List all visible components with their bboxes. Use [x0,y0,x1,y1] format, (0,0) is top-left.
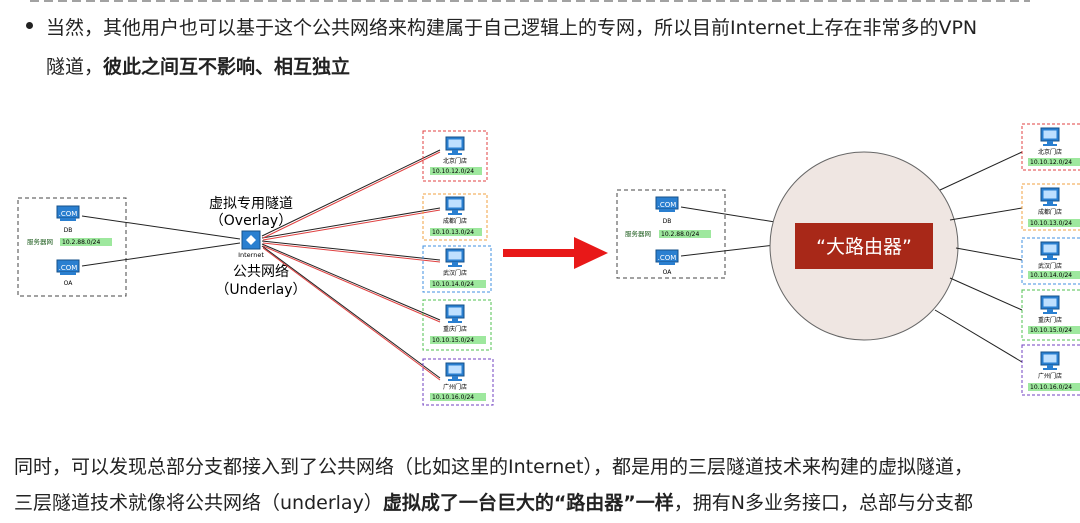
para-line2: 三层隧道技术就像将公共网络（underlay）虚拟成了一台巨大的“路由器”一样，… [14,492,974,514]
branch-wuhan-right: 武汉门店 10.10.14.0/24 [1021,237,1080,285]
svg-text:成都门店: 成都门店 [443,217,467,225]
svg-text:北京门店: 北京门店 [1038,148,1062,156]
server-net-ip-bg [60,238,112,246]
underlay-label-2: （Underlay） [215,282,306,298]
para-line1: 同时，可以发现总部分支都接入到了公共网络（比如这里的Internet），都是用的… [14,456,973,478]
branch-chengdu-right: 成都门店 10.10.13.0/24 [1021,183,1080,231]
svg-text:重庆门店: 重庆门店 [1038,316,1062,324]
svg-text:10.10.14.0/24: 10.10.14.0/24 [432,281,474,288]
big-router-label: “大路由器” [816,236,912,258]
overlay-label-2: （Overlay） [210,213,292,229]
diagram: .COM DB 服务器网 10.2.88.0/24 .COM OA Intern… [17,123,1080,406]
svg-text:10.10.16.0/24: 10.10.16.0/24 [1030,384,1072,391]
svg-text:10.10.14.0/24: 10.10.14.0/24 [1030,272,1072,279]
svg-text:10.10.15.0/24: 10.10.15.0/24 [432,337,474,344]
com-label-2: .COM [59,264,78,272]
branch-guangzhou-left: 广州门店 10.10.16.0/24 [422,358,494,406]
cut-top-text [30,0,1030,2]
right-diagram: .COM DB 服务器网 10.2.88.0/24 .COM OA “大路由器”… [616,123,1080,396]
svg-text:10.10.12.0/24: 10.10.12.0/24 [432,168,474,175]
server-net-ip: 10.2.88.0/24 [62,239,100,246]
svg-text:10.10.16.0/24: 10.10.16.0/24 [432,394,474,401]
svg-text:10.2.88.0/24: 10.2.88.0/24 [661,231,699,238]
branch-beijing-left: 北京门店 10.10.12.0/24 [422,130,488,182]
svg-text:10.10.12.0/24: 10.10.12.0/24 [1030,159,1072,166]
svg-text:10.10.13.0/24: 10.10.13.0/24 [432,229,474,236]
svg-text:服务器网: 服务器网 [625,229,651,238]
overlay-label: 虚拟专用隧道 [209,196,293,212]
svg-text:.COM: .COM [658,201,677,209]
svg-text:.COM: .COM [658,254,677,262]
bullet2-line1: 当然，其他用户也可以基于这个公共网络来构建属于自己逻辑上的专网，所以目前Inte… [46,17,978,39]
branch-beijing-right: 北京门店 10.10.12.0/24 [1021,123,1080,171]
branch-chongqing-left: 重庆门店 10.10.15.0/24 [422,299,492,351]
oa-label: OA [64,280,74,287]
branch-wuhan-left: 武汉门店 10.10.14.0/24 [422,245,492,293]
server-net-label: 服务器网 [27,237,53,246]
branch-guangzhou-right: 广州门店 10.10.16.0/24 [1021,344,1080,396]
svg-text:DB: DB [663,218,672,225]
svg-text:武汉门店: 武汉门店 [443,269,467,277]
db-label: DB [64,227,73,234]
big-router-label-box [795,223,933,269]
left-diagram: .COM DB 服务器网 10.2.88.0/24 .COM OA Intern… [17,130,494,406]
svg-text:重庆门店: 重庆门店 [443,325,467,333]
svg-text:10.10.13.0/24: 10.10.13.0/24 [1030,220,1072,227]
svg-text:OA: OA [663,269,673,276]
com-label: .COM [59,210,78,218]
branch-chongqing-right: 重庆门店 10.10.15.0/24 [1021,289,1080,341]
hq-box-left [17,197,127,297]
bullet-dot [26,22,33,29]
svg-text:10.10.15.0/24: 10.10.15.0/24 [1030,327,1072,334]
svg-text:广州门店: 广州门店 [1038,372,1062,380]
bullet2-line2: 隧道，彼此之间互不影响、相互独立 [46,56,351,78]
underlay-label: 公共网络 [233,264,289,280]
svg-text:成都门店: 成都门店 [1038,208,1062,216]
branch-chengdu-left: 成都门店 10.10.13.0/24 [422,193,488,241]
svg-text:北京门店: 北京门店 [443,157,467,165]
internet-router-icon [241,230,261,250]
transform-arrow [503,237,608,269]
internet-label: Internet [238,251,264,259]
svg-text:广州门店: 广州门店 [443,383,467,391]
svg-text:武汉门店: 武汉门店 [1038,262,1062,270]
